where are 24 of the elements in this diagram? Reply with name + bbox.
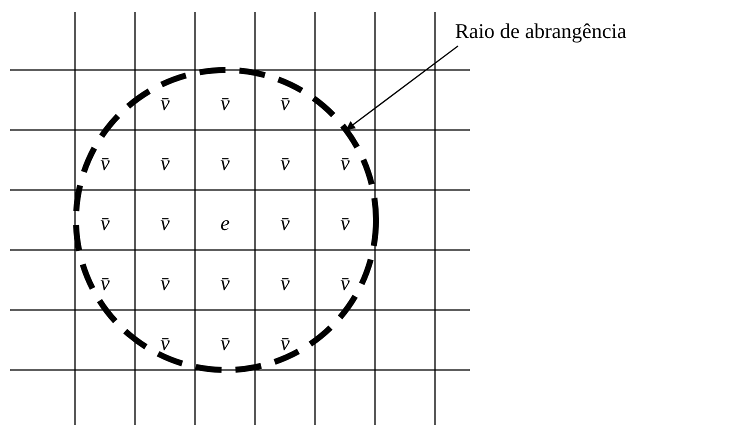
callout-text: Raio de abrangência <box>455 18 626 44</box>
cell-symbol: v̄ <box>160 211 170 235</box>
cell-symbol: v̄ <box>220 271 230 295</box>
cell-symbol: v̄ <box>220 151 230 175</box>
cell-symbol: v̄ <box>100 211 110 235</box>
cell-symbol: v̄ <box>220 331 230 355</box>
cell-symbol: v̄ <box>280 331 290 355</box>
cell-symbol: e <box>220 211 230 235</box>
cell-symbol: v̄ <box>340 151 350 175</box>
cell-symbol: v̄ <box>160 151 170 175</box>
cell-symbol: v̄ <box>160 271 170 295</box>
cell-symbol: v̄ <box>280 211 290 235</box>
cell-symbol: v̄ <box>280 271 290 295</box>
range-circle <box>73 67 379 373</box>
cell-symbol: v̄ <box>340 271 350 295</box>
cell-symbol: v̄ <box>340 211 350 235</box>
cell-symbol: v̄ <box>280 91 290 115</box>
cell-symbol: v̄ <box>280 151 290 175</box>
cell-symbol: v̄ <box>160 91 170 115</box>
cell-symbol: v̄ <box>160 331 170 355</box>
cell-symbol: v̄ <box>100 271 110 295</box>
cell-symbol: v̄ <box>220 91 230 115</box>
leader-line <box>346 45 458 131</box>
cell-symbol: v̄ <box>100 151 110 175</box>
